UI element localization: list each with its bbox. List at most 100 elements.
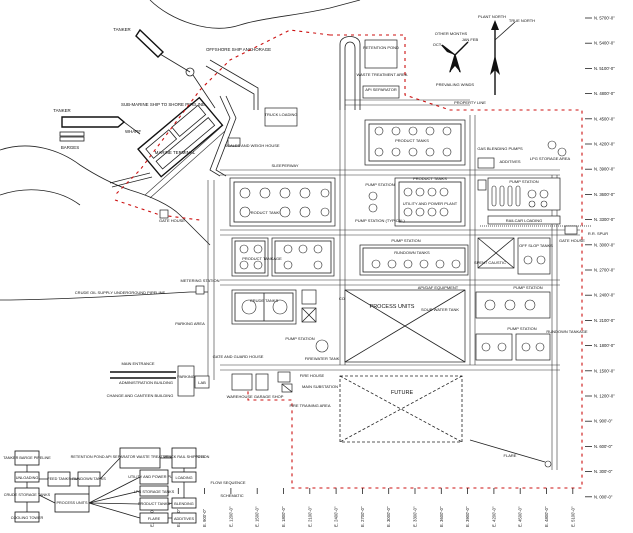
fb-product-label: PRODUCT TANKS [138, 502, 171, 506]
retention-pond [364, 39, 398, 69]
other-months-label: OTHER MONTHS [435, 31, 468, 36]
product-tanks-c-group [403, 187, 449, 217]
pump-station-r-label: PUMP STATION [513, 285, 542, 290]
crude-tanks-group [241, 299, 288, 315]
submarine-label: SUB-MARINE SHIP TO SHORE PIPELINE [121, 102, 205, 107]
change-canteen-label: CHANGE AND CANTEEN BUILDING [107, 393, 174, 398]
fb-flare-label: FLARE [148, 517, 161, 521]
barges-label: BARGES [61, 145, 79, 150]
property-line [247, 34, 583, 489]
railcar-loading-label: RAILCAR LOADING [506, 218, 542, 223]
gate-house-left-label: GATE HOUSE [159, 218, 185, 223]
fb-unloading-label: UNLOADING [16, 476, 39, 480]
east-coordinates: E. 300'-0"E. 600'-0"E. 900'-0"E. 1200'-0… [150, 488, 575, 527]
coastline [149, 0, 361, 29]
crude-tanks-label: CRUDE TANKS [250, 298, 279, 303]
true-north-label: TRUE NORTH [509, 18, 535, 23]
north-coord-label: N. 4500'-0" [594, 116, 615, 121]
wharf-label: WHARF [125, 129, 141, 134]
north-coord-label: N. 3900'-0" [594, 167, 615, 172]
main-entrance-label: MAIN ENTRANCE [121, 361, 154, 366]
additives-label: ADDITIVES [499, 159, 520, 164]
fb-cooling-label: COOLING TOWER [11, 516, 44, 520]
firewater-label: FIREWATER TANK [305, 356, 340, 361]
east-coord-label: E. 5100'-0" [570, 506, 575, 527]
retention-pond-label: RETENTION POND [363, 45, 399, 50]
fb-rundown-label: RUNDOWN TANKS [72, 477, 106, 481]
property-line-label: PROPERTY LINE [454, 100, 486, 105]
north-coord-label: N. 000'-0" [594, 494, 613, 499]
sleeperway-label: SLEEPERWAY [271, 163, 298, 168]
api-equipment-label: API/DAF EQUIPMENT [418, 285, 459, 290]
tanker-top [135, 28, 216, 109]
north-coord-label: N. 5700'-0" [594, 16, 615, 21]
rundown-tanks-group [371, 259, 461, 269]
east-coord-label: E. 3300'-0" [413, 506, 418, 527]
gate-guard-label: GATE AND GUARD HOUSE [213, 354, 264, 359]
flow-title-1: FLOW SEQUENCE [210, 480, 245, 485]
product-tanks-top-label: PRODUCT TANKS [395, 138, 429, 143]
east-coord-label: E. 3600'-0" [439, 506, 444, 527]
road-upper [209, 59, 259, 110]
flow-schematic: TANKER BARGE PIPELINE UNLOADING CRUDE ST… [3, 447, 210, 524]
north-coord-label: N. 2400'-0" [594, 293, 615, 298]
tanker-mid-label: TANKER [53, 108, 70, 113]
lpg-storage-label: LPG STORAGE AREA [530, 156, 571, 161]
marine-terminal [137, 96, 224, 178]
product-tanks-c-label: PRODUCT TANKS [413, 176, 447, 181]
crude-pipeline [0, 291, 208, 301]
waste-treatment-label: WASTE TREATMENT AREA [357, 72, 408, 77]
north-coord-label: N. 4800'-0" [594, 91, 615, 96]
tanker-mid [61, 116, 141, 135]
admin-label: ADMINISTRATION BUILDING [119, 380, 173, 385]
firewater-tank [315, 339, 329, 353]
crude-supply-label: CRUDE OIL SUPPLY UNDERGROUND PIPELINE [75, 290, 166, 295]
flare-label: FLARE [504, 453, 517, 458]
plant-north-label: PLANT NORTH [478, 14, 506, 19]
product-tanks-b [229, 177, 336, 227]
north-coord-label: N. 1800'-0" [594, 343, 615, 348]
gate-house-right-label: GATE HOUSE [559, 238, 585, 243]
east-coord-label: E. 1800'-0" [281, 506, 286, 527]
east-coord-label: E. 1200'-0" [228, 506, 233, 527]
north-coord-label: N. 5400'-0" [594, 41, 615, 46]
scales-label: SCALES AND WEIGH HOUSE [224, 143, 279, 148]
fire-house [277, 371, 291, 383]
utility-power-label: UTILITY AND POWER PLANT [403, 201, 458, 206]
east-coord-label: E. 4500'-0" [518, 506, 523, 527]
lab [194, 375, 210, 389]
flow-title-2: SCHEMATIC [220, 493, 243, 498]
east-coord-label: E. 3900'-0" [465, 506, 470, 527]
east-coord-label: E. 3000'-0" [386, 506, 391, 527]
fire-house-label: FIRE HOUSE [300, 373, 325, 378]
offshore-label: OFFSHORE SHIP ANCHORAGE [206, 47, 271, 52]
prevailing-winds-label: PREVAILING WINDS [436, 82, 474, 87]
gas-blending-label: GAS BLENDING PUMPS [477, 146, 523, 151]
east-coord-label: E. 2100'-0" [307, 506, 312, 527]
metering-label: METERING STATION [181, 278, 220, 283]
product-tanks-b-label: PRODUCT TANKS [248, 210, 282, 215]
north-coord-label: N. 5100'-0" [594, 66, 615, 71]
sour-water-label: SOUR WATER TANK [421, 307, 459, 312]
truck-loading-label: TRUCK LOADING [265, 112, 298, 117]
process-units-label: PROCESS UNITS [370, 304, 415, 310]
future-area [339, 375, 463, 443]
fb-feed-label: FEED TANKS [47, 477, 71, 481]
rundown-tanks [359, 244, 469, 276]
north-coord-label: N. 3600'-0" [594, 192, 615, 197]
rundown-tanks-label: RUNDOWN TANKS [394, 250, 430, 255]
pump-station-r2-label: PUMP STATION [507, 326, 536, 331]
main-substation-label: MAIN SUBSTATION [302, 384, 338, 389]
fire-training-label: FIRE TRAINING AREA [289, 403, 330, 408]
east-coord-label: E. 2700'-0" [360, 506, 365, 527]
api-separator [362, 85, 400, 99]
north-coord-label: N. 1500'-0" [594, 368, 615, 373]
railcar-loading [487, 215, 561, 225]
fb-crude-storage-label: CRUDE STORAGE TANKS [4, 493, 51, 497]
off-slop-tanks [517, 237, 551, 275]
pump-station-lpg-label: PUMP STATION [509, 179, 538, 184]
product-tankage-b [271, 237, 335, 277]
north-coord-label: N. 3000'-0" [594, 242, 615, 247]
oct-label: OCT [433, 42, 442, 47]
